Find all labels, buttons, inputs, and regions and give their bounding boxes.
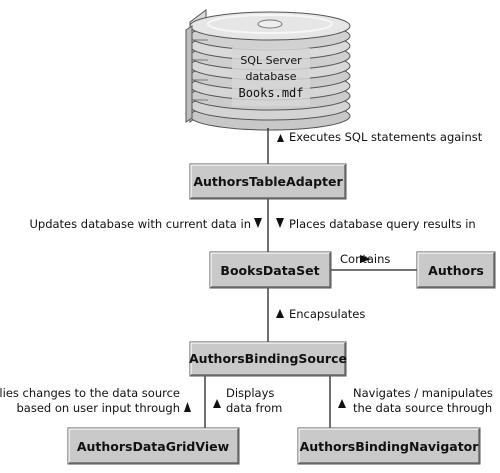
authors-binding-source-box: AuthorsBindingSource [189,341,347,377]
box-label: BooksDataSet [220,263,319,278]
books-dataset-box: BooksDataSet [209,251,332,289]
label-displays-line2: data from [226,401,282,415]
authors-binding-navigator-box: AuthorsBindingNavigator [297,427,481,465]
authors-data-grid-view-box: AuthorsDataGridView [67,427,240,465]
label-encapsulates: Encapsulates [289,307,365,321]
down-arrow-icon [184,402,191,412]
label-contains: Contains [340,252,390,266]
box-label: AuthorsDataGridView [77,439,230,454]
box-label: AuthorsBindingSource [189,351,347,366]
database-filename: Books.mdf [238,86,303,100]
box-label: AuthorsTableAdapter [193,174,343,189]
up-arrow-icon [213,399,221,408]
down-arrow-icon [276,218,284,228]
box-label: AuthorsBindingNavigator [300,439,480,454]
box-label: Authors [428,263,484,278]
label-applies-line1: Applies changes to the data source [0,386,180,400]
label-navigates-line1: Navigates / manipulates [353,386,493,400]
authors-table-box: Authors [416,251,496,289]
label-navigates-line2: the data source through [353,401,492,415]
database-label-line1: SQL Server [240,54,302,67]
authors-table-adapter-box: AuthorsTableAdapter [189,163,347,200]
label-updates: Updates database with current data in [29,217,251,231]
up-arrow-icon [276,309,284,318]
up-arrow-icon [277,134,284,142]
database-icon: SQL Server database Books.mdf [185,9,351,131]
label-executes: Executes SQL statements against [289,130,483,144]
up-arrow-icon [338,399,346,408]
right-arrow-icon [360,255,371,263]
label-displays-line1: Displays [226,386,274,400]
label-applies-line2: based on user input through [16,401,180,415]
label-places: Places database query results in [289,217,476,231]
down-arrow-icon [254,218,262,228]
database-label-line2: database [246,70,297,83]
